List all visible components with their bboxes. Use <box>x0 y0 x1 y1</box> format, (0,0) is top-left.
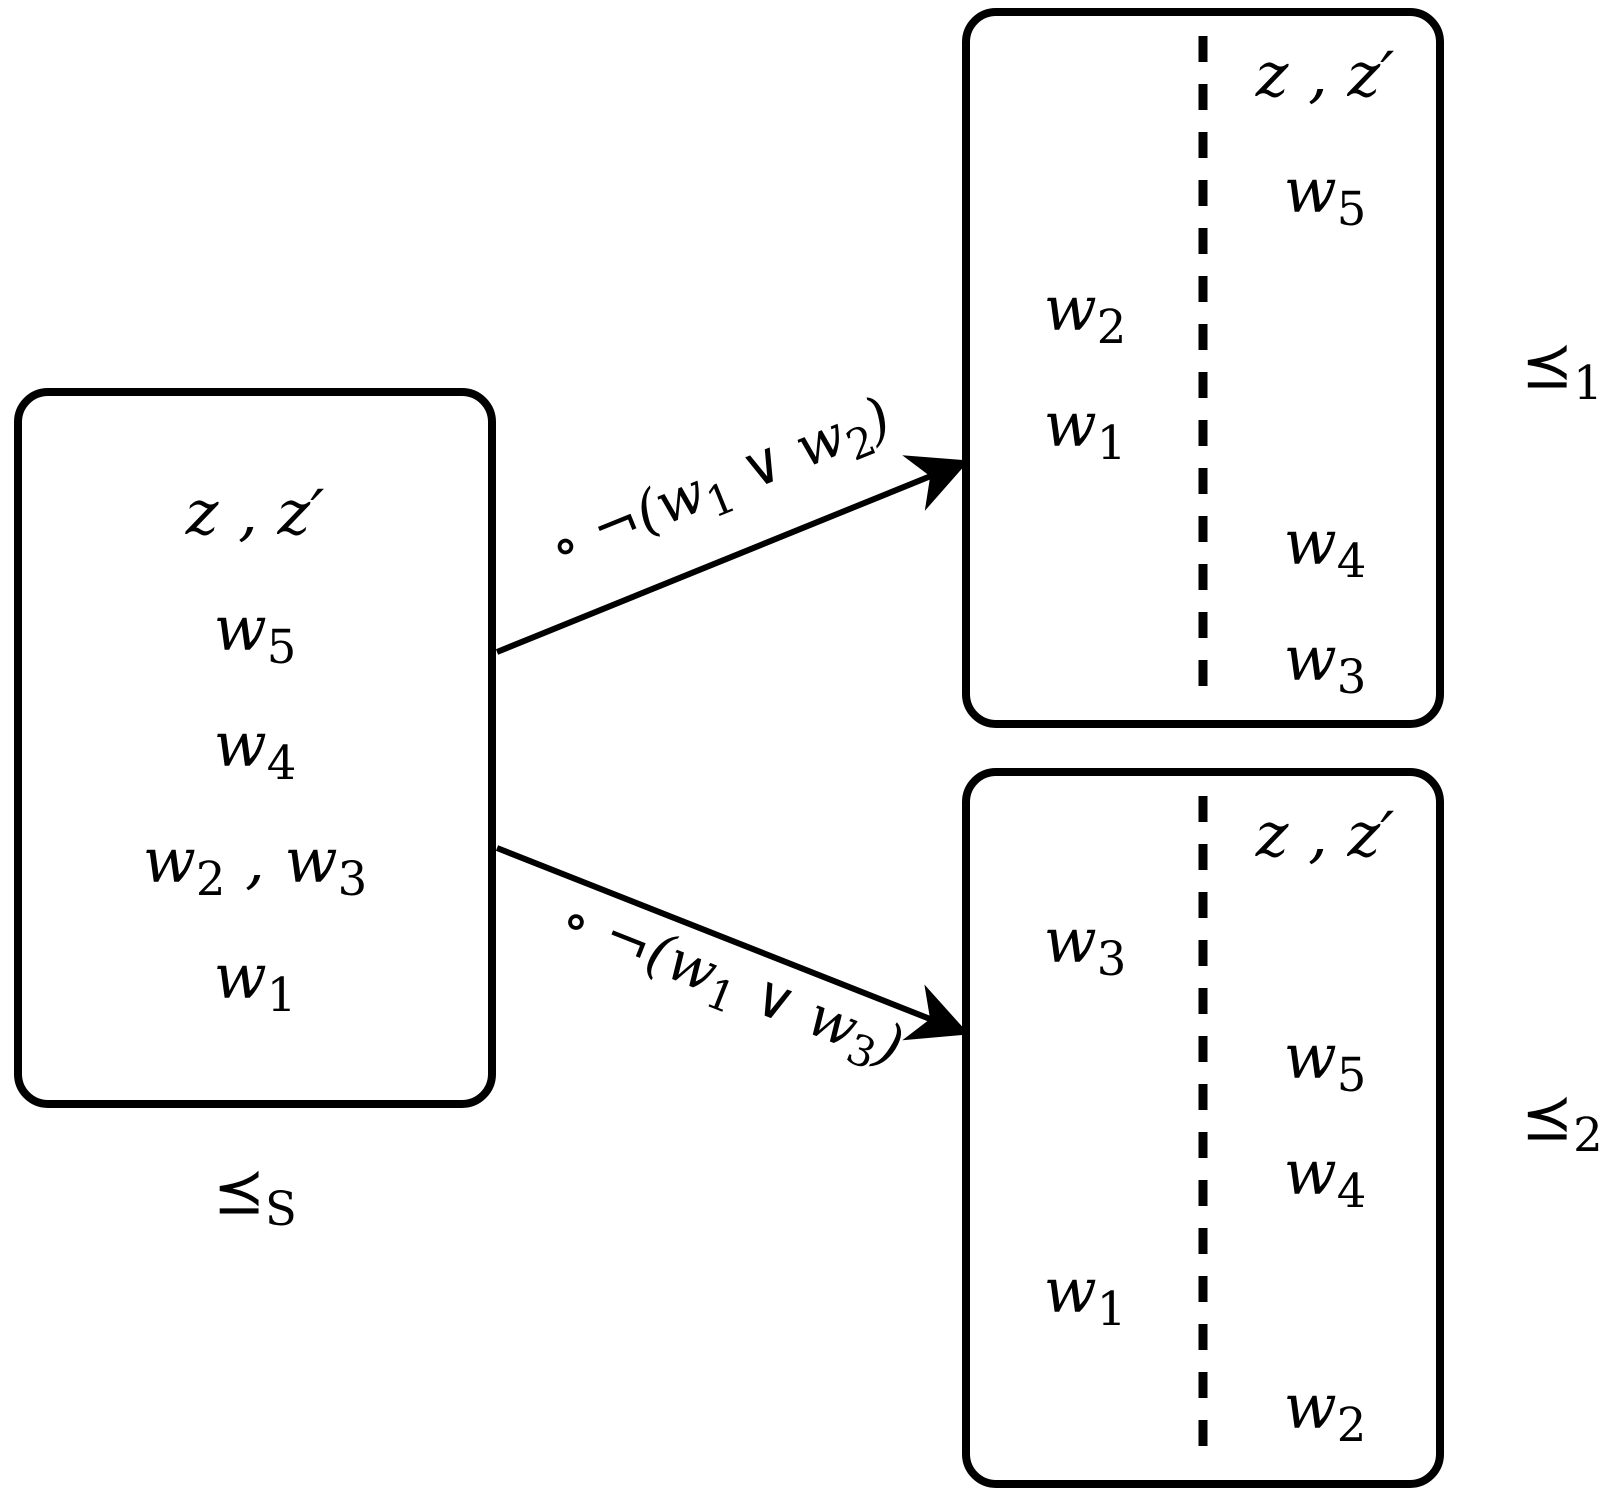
result-2-right-world-4: w2 <box>1284 1370 1367 1452</box>
result-2-right-world-1: z , z′ <box>1255 798 1395 871</box>
result-2-order-label: ⪯2 <box>1521 1080 1603 1162</box>
arrow-to-box-2 <box>495 845 970 1041</box>
source-world-level-4: w2 , w3 <box>143 824 367 906</box>
source-world-level-2: w5 <box>214 592 297 674</box>
source-world-level-5: w1 <box>214 940 297 1022</box>
result-2-left-world-2: w1 <box>1044 1254 1127 1336</box>
arrow-to-box-1 <box>495 455 970 655</box>
result-box-2 <box>962 768 1444 1488</box>
result-1-right-world-3: w4 <box>1284 506 1367 588</box>
result-1-right-world-2: w5 <box>1284 154 1367 236</box>
result-1-right-world-1: z , z′ <box>1255 38 1395 111</box>
result-1-right-world-4: w3 <box>1284 622 1367 704</box>
result-2-right-world-3: w4 <box>1284 1136 1367 1218</box>
result-2-left-world-1: w3 <box>1044 904 1127 986</box>
result-1-left-world-1: w2 <box>1044 272 1127 354</box>
result-1-order-label: ⪯1 <box>1521 328 1603 410</box>
source-order-label: ⪯S <box>213 1154 297 1236</box>
arrow-top-label: ∘ ¬(w1 ∨ w2) <box>540 385 903 589</box>
arrow-bottom-label: ∘ ¬(w1 ∨ w3) <box>549 886 912 1087</box>
result-1-left-world-2: w1 <box>1044 388 1127 470</box>
source-world-level-3: w4 <box>214 708 297 790</box>
result-box-1 <box>962 8 1444 728</box>
source-world-level-1: z , z′ <box>185 476 325 549</box>
source-box <box>14 388 496 1108</box>
result-2-right-world-2: w5 <box>1284 1020 1367 1102</box>
